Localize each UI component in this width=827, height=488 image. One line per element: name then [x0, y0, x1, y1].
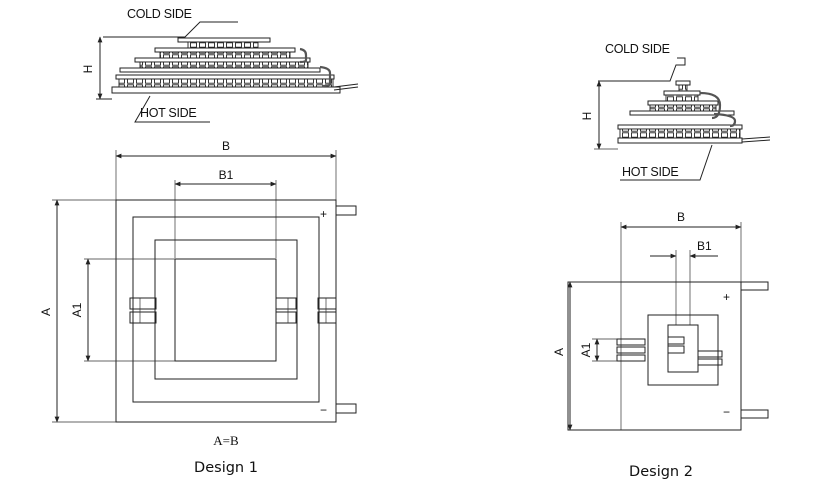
design2-bottom-plate — [617, 137, 743, 144]
design2-h-label: H — [580, 112, 594, 121]
design1-b1-label: B1 — [219, 168, 234, 182]
design2-plate-5 — [617, 124, 743, 130]
design2-tab-left — [616, 338, 646, 362]
design1-b-label: B — [222, 139, 230, 153]
design2-hot-side-label: HOT SIDE — [622, 165, 678, 179]
design1-wire-1 — [299, 47, 308, 64]
design1-tab-left — [129, 297, 157, 324]
design1-cold-side-leader — [103, 21, 238, 38]
design1-hot-side-label: HOT SIDE — [140, 106, 196, 120]
design2-inner-plate — [667, 324, 699, 373]
design1-minus-sign: − — [320, 403, 327, 417]
design2-cold-side-label: COLD SIDE — [605, 42, 670, 56]
design2-middle-plate — [647, 314, 719, 386]
design2-wire-2 — [713, 112, 737, 128]
design1-plate-4 — [119, 67, 321, 73]
design1-stage-4 — [118, 78, 334, 88]
design1-negative-terminal — [335, 403, 357, 414]
design2-side-view: COLD SIDE H HOT SIDE — [580, 42, 771, 181]
design1-positive-terminal — [335, 205, 357, 216]
design1-outer-plate — [115, 199, 337, 423]
design2-minus-sign: − — [723, 405, 730, 419]
design2-stage-3 — [649, 104, 717, 112]
design1-plate-5 — [115, 74, 335, 80]
design1-tab-right-outer — [317, 297, 337, 324]
design2-wire-1 — [699, 91, 722, 120]
design2-stage-4 — [619, 128, 741, 139]
design1-cold-side-label: COLD SIDE — [127, 7, 192, 21]
design1-plate-3 — [134, 57, 311, 63]
design2-negative-terminal — [740, 409, 769, 419]
design2-tab-right — [697, 350, 723, 366]
design2-plate-2 — [663, 90, 701, 96]
design2-lead-wire — [741, 136, 771, 140]
design1-lead-wire — [333, 83, 359, 88]
design2-top-plate — [675, 80, 691, 86]
design2-stage-1 — [678, 84, 688, 92]
design2-a-label: A — [552, 348, 566, 356]
design2-b-label: B — [677, 210, 685, 224]
design2-outer-plate — [567, 281, 742, 431]
design1-lead-wire-2 — [333, 86, 359, 91]
design2-positive-terminal — [740, 281, 769, 291]
design1-stage-1 — [187, 41, 259, 49]
design1-stage-3 — [139, 61, 309, 69]
design1-plus-sign: + — [320, 207, 327, 221]
design1-h-label: H — [81, 65, 95, 74]
design1-bottom-plate — [111, 86, 341, 94]
design2-plate-4 — [629, 110, 735, 116]
design1-top-plate — [177, 37, 271, 43]
design2-caption: Design 2 — [629, 464, 693, 480]
design1-inner-plate — [174, 258, 277, 362]
design1-a-label: A — [39, 308, 53, 316]
design1-plate-2 — [154, 47, 296, 53]
design2-plus-sign: + — [723, 290, 730, 304]
design2-hot-side-leader — [620, 144, 713, 181]
design2-a1-label: A1 — [579, 342, 593, 357]
design2-lead-wire-2 — [741, 139, 771, 143]
design1-tab-right-inner — [275, 297, 297, 324]
design2-plate-3 — [647, 100, 719, 106]
design1-equation: A=B — [213, 433, 239, 448]
design1-a1-label: A1 — [70, 302, 84, 317]
design2-stage-2 — [665, 94, 699, 102]
design1-stage-2 — [159, 51, 291, 59]
design1-side-view: COLD SIDE H HOT SIDE — [81, 7, 359, 123]
design1-wire-2 — [319, 65, 332, 88]
design1-caption: Design 1 — [194, 460, 258, 476]
design2-top-view: B B1 + − A — [552, 210, 769, 480]
design2-b1-label: B1 — [697, 239, 712, 253]
design2-tab-inner — [667, 336, 685, 354]
design1-top-view: B B1 + − — [39, 139, 357, 476]
design1-hot-side-leader — [134, 95, 210, 123]
design2-cold-side-leader — [598, 57, 686, 82]
